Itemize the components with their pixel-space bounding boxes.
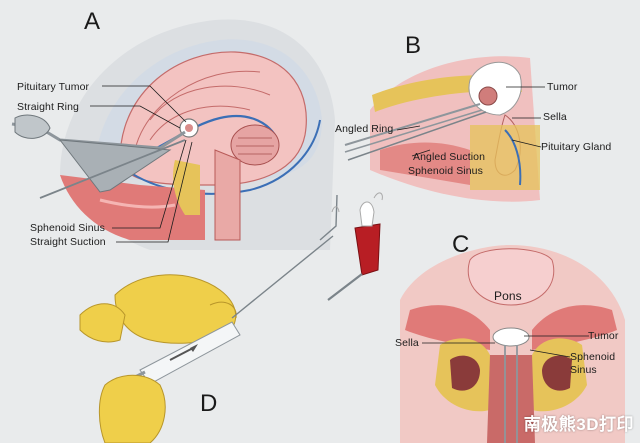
label-pons: Pons [494,289,522,303]
panel-a-art [11,19,335,250]
label-sphenoid-sinus-b: Sphenoid Sinus [408,165,483,177]
panel-a-leaders [90,85,193,243]
label-pituitary-tumor-a: Pituitary Tumor [17,81,90,93]
panel-a-letter: A [84,8,101,35]
panel-c-letter: C [452,231,470,258]
label-tumor-c: Tumor [588,330,619,342]
label-sphenoid-sinus-a: Sphenoid Sinus [30,222,105,234]
label-angled-suction: Angled Suction [413,151,486,163]
panel-d-letter: D [200,390,218,417]
label-straight-ring: Straight Ring [17,101,79,113]
label-angled-ring: Angled Ring [335,123,394,135]
label-pituitary-gland: Pituitary Gland [541,141,612,153]
panel-b-leaders [396,86,545,157]
label-sella-b: Sella [543,111,567,123]
panel-c-art [400,245,625,443]
panel-d-art [79,192,383,443]
label-sinus-c: Sinus [570,364,597,376]
label-sella-c: Sella [395,337,419,349]
watermark: 南极熊3D打印 [523,415,634,434]
panel-b-art [344,56,540,202]
panel-c-leaders [422,335,589,358]
label-tumor-b: Tumor [547,81,578,93]
panel-b-letter: B [405,32,422,59]
label-straight-suction: Straight Suction [30,236,106,248]
label-sphenoid-c: Sphenoid [570,351,616,363]
